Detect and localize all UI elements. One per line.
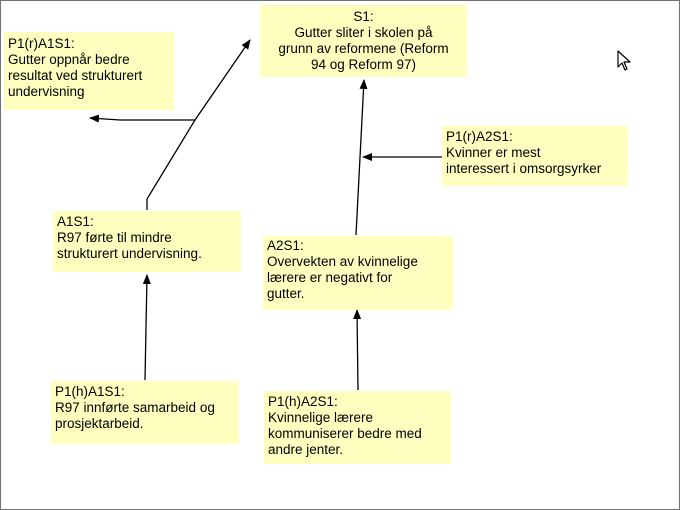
edge-a2s1-to-s1 — [355, 79, 368, 236]
node-line: Overvekten av kvinnelige — [267, 254, 418, 269]
node-line: lærere er negativt for — [267, 270, 393, 285]
mouse-pointer-icon — [617, 50, 631, 71]
node-line: andre jenter. — [268, 442, 344, 457]
node-line: gutter. — [267, 286, 305, 301]
node-p1ha2s1[interactable]: P1(h)A2S1: Kvinnelige lærere kommunisere… — [264, 391, 451, 464]
node-s1[interactable]: S1: Gutter sliter i skolen på grunn av r… — [260, 5, 467, 77]
node-line: R97 innførte samarbeid og — [55, 400, 215, 415]
node-id: P1(h)A2S1: — [268, 394, 338, 409]
node-line: kommuniserer bedre med — [268, 426, 422, 441]
node-id: A1S1: — [57, 214, 94, 229]
node-line: strukturert undervisning. — [57, 246, 202, 261]
node-line: Gutter sliter i skolen på — [294, 25, 433, 40]
edge-p1ha1s1-to-a1s1 — [142, 274, 151, 381]
node-a1s1[interactable]: A1S1: R97 førte til mindre strukturert u… — [53, 211, 241, 272]
node-id: P1(h)A1S1: — [55, 384, 125, 399]
edge-a1s1-to-s1 — [146, 39, 251, 210]
node-line: resultat ved strukturert — [8, 68, 143, 83]
node-p1ha1s1[interactable]: P1(h)A1S1: R97 innførte samarbeid og pro… — [51, 381, 239, 444]
node-p1ra2s1[interactable]: P1(r)A2S1: Kvinner er mest interessert i… — [442, 126, 628, 186]
node-id: P1(r)A2S1: — [446, 129, 513, 144]
edge-a1s1-to-p1ra1s1 — [89, 114, 195, 123]
edge-p1ha2s1-to-a2s1 — [353, 309, 362, 391]
node-line: R97 førte til mindre — [57, 230, 172, 245]
node-id: S1: — [353, 9, 374, 24]
node-line: grunn av reformene (Reform — [278, 41, 449, 56]
node-p1ra1s1[interactable]: P1(r)A1S1: Gutter oppnår bedre resultat … — [4, 32, 174, 110]
node-line: undervisning — [8, 84, 85, 99]
node-line: 94 og Reform 97) — [310, 57, 417, 72]
node-id: A2S1: — [267, 238, 304, 253]
node-line: prosjektarbeid. — [55, 416, 144, 431]
node-a2s1[interactable]: A2S1: Overvekten av kvinnelige lærere er… — [263, 236, 453, 310]
node-id: P1(r)A1S1: — [8, 36, 75, 51]
node-line: Gutter oppnår bedre — [8, 52, 130, 67]
node-line: Kvinnelige lærere — [268, 410, 374, 425]
node-line: interessert i omsorgsyrker — [446, 161, 602, 176]
node-line: Kvinner er mest — [446, 145, 541, 160]
